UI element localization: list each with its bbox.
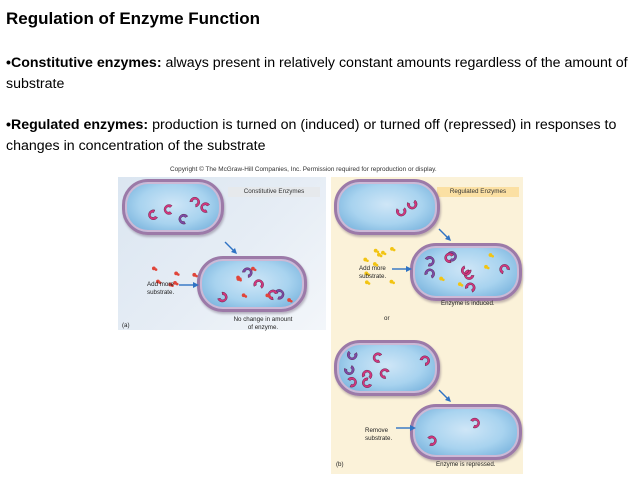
slide-title: Regulation of Enzyme Function bbox=[6, 9, 261, 28]
enzyme-icon bbox=[396, 207, 407, 217]
bacterial-cell bbox=[334, 179, 440, 235]
enzyme-icon bbox=[465, 282, 476, 293]
remove-substrate-label: Remove substrate. bbox=[365, 427, 393, 442]
substrate-icon bbox=[156, 279, 162, 285]
enzyme-icon bbox=[424, 256, 435, 267]
substrate-icon bbox=[174, 271, 180, 276]
enzyme-icon bbox=[444, 252, 455, 264]
substrate-icon bbox=[484, 264, 490, 270]
substrate-icon bbox=[488, 253, 494, 258]
substrate-icon bbox=[439, 276, 445, 282]
substrate-icon bbox=[457, 282, 464, 287]
enzyme-icon bbox=[189, 196, 200, 208]
bullet-regulated: •Regulated enzymes: production is turned… bbox=[6, 115, 634, 157]
substrate-molecules bbox=[363, 246, 396, 285]
substrate-icon bbox=[377, 252, 383, 258]
substrate-icon bbox=[265, 293, 271, 298]
bullet-text: always present in relatively constant am… bbox=[6, 55, 628, 92]
enzyme-icon bbox=[372, 352, 383, 363]
enzyme-icon bbox=[344, 365, 355, 375]
bullet-text: production is turned on (induced) or tur… bbox=[6, 117, 617, 154]
no-change-label: No change in amount of enzyme. bbox=[233, 316, 293, 331]
copyright-notice: Copyright © The McGraw-Hill Companies, I… bbox=[170, 166, 437, 173]
arrow-icon bbox=[438, 228, 451, 241]
substrate-molecules bbox=[151, 266, 198, 288]
bacterial-cell bbox=[410, 404, 522, 460]
bullet-constitutive: •Constitutive enzymes: always present in… bbox=[6, 53, 634, 95]
enzyme-icon bbox=[217, 291, 228, 303]
substrate-icon bbox=[173, 281, 179, 286]
part-label-a: (a) bbox=[122, 322, 130, 329]
enzyme-icon bbox=[362, 377, 373, 388]
substrate-icon bbox=[168, 282, 174, 288]
arrow-icon bbox=[179, 282, 199, 288]
substrate-icon bbox=[251, 266, 257, 272]
arrow-icon bbox=[438, 389, 451, 402]
bacterial-cell bbox=[122, 179, 224, 235]
enzyme-icon bbox=[200, 202, 210, 213]
substrate-icon bbox=[236, 275, 242, 281]
arrow-icon bbox=[392, 266, 412, 272]
enzyme-icon bbox=[178, 214, 189, 225]
substrate-icon bbox=[380, 250, 387, 256]
substrate-icon bbox=[151, 266, 158, 271]
substrate-icon bbox=[372, 262, 379, 267]
enzyme-icon bbox=[499, 264, 510, 275]
bacterial-cell bbox=[410, 243, 522, 301]
enzyme-icon bbox=[347, 350, 358, 360]
enzyme-icon bbox=[379, 368, 390, 379]
enzyme-icon bbox=[163, 204, 173, 215]
substrate-icon bbox=[241, 293, 248, 298]
bullet-term: •Regulated enzymes: bbox=[6, 117, 149, 133]
or-label: or bbox=[384, 315, 390, 322]
induced-label: Enzyme is induced. bbox=[441, 300, 495, 307]
enzyme-icon bbox=[347, 377, 357, 388]
substrate-icon bbox=[364, 280, 371, 285]
enzyme-icon bbox=[242, 267, 253, 278]
substrate-icon bbox=[373, 248, 380, 254]
bacterial-cell bbox=[197, 256, 307, 312]
panel-a-header: Constitutive Enzymes bbox=[228, 187, 320, 197]
substrate-icon bbox=[363, 257, 369, 263]
substrate-icon bbox=[390, 246, 396, 252]
add-substrate-label-a: Add more substrate. bbox=[147, 281, 175, 296]
panel-b-header: Regulated Enzymes bbox=[437, 187, 519, 197]
enzyme-icon bbox=[406, 199, 418, 210]
add-substrate-label-b: Add more substrate. bbox=[359, 265, 387, 280]
bullet-term: •Constitutive enzymes: bbox=[6, 55, 162, 71]
substrate-icon bbox=[192, 272, 198, 278]
enzyme-icon bbox=[427, 435, 437, 446]
arrow-icon bbox=[224, 241, 237, 254]
enzyme-icon bbox=[424, 268, 435, 279]
enzyme-icon bbox=[148, 209, 158, 220]
enzyme-icon bbox=[274, 289, 285, 300]
enzyme-icon bbox=[419, 355, 430, 366]
enzyme-icon bbox=[470, 417, 480, 429]
repressed-label: Enzyme is repressed. bbox=[436, 461, 496, 468]
part-label-b: (b) bbox=[336, 461, 344, 468]
substrate-icon bbox=[364, 271, 370, 276]
arrow-icon bbox=[396, 425, 416, 431]
substrate-icon bbox=[287, 298, 293, 303]
substrate-icon bbox=[389, 279, 395, 285]
enzyme-icon bbox=[253, 279, 264, 289]
bacterial-cell bbox=[334, 340, 440, 396]
enzyme-icon bbox=[460, 265, 472, 276]
enzyme-icon bbox=[361, 369, 373, 380]
